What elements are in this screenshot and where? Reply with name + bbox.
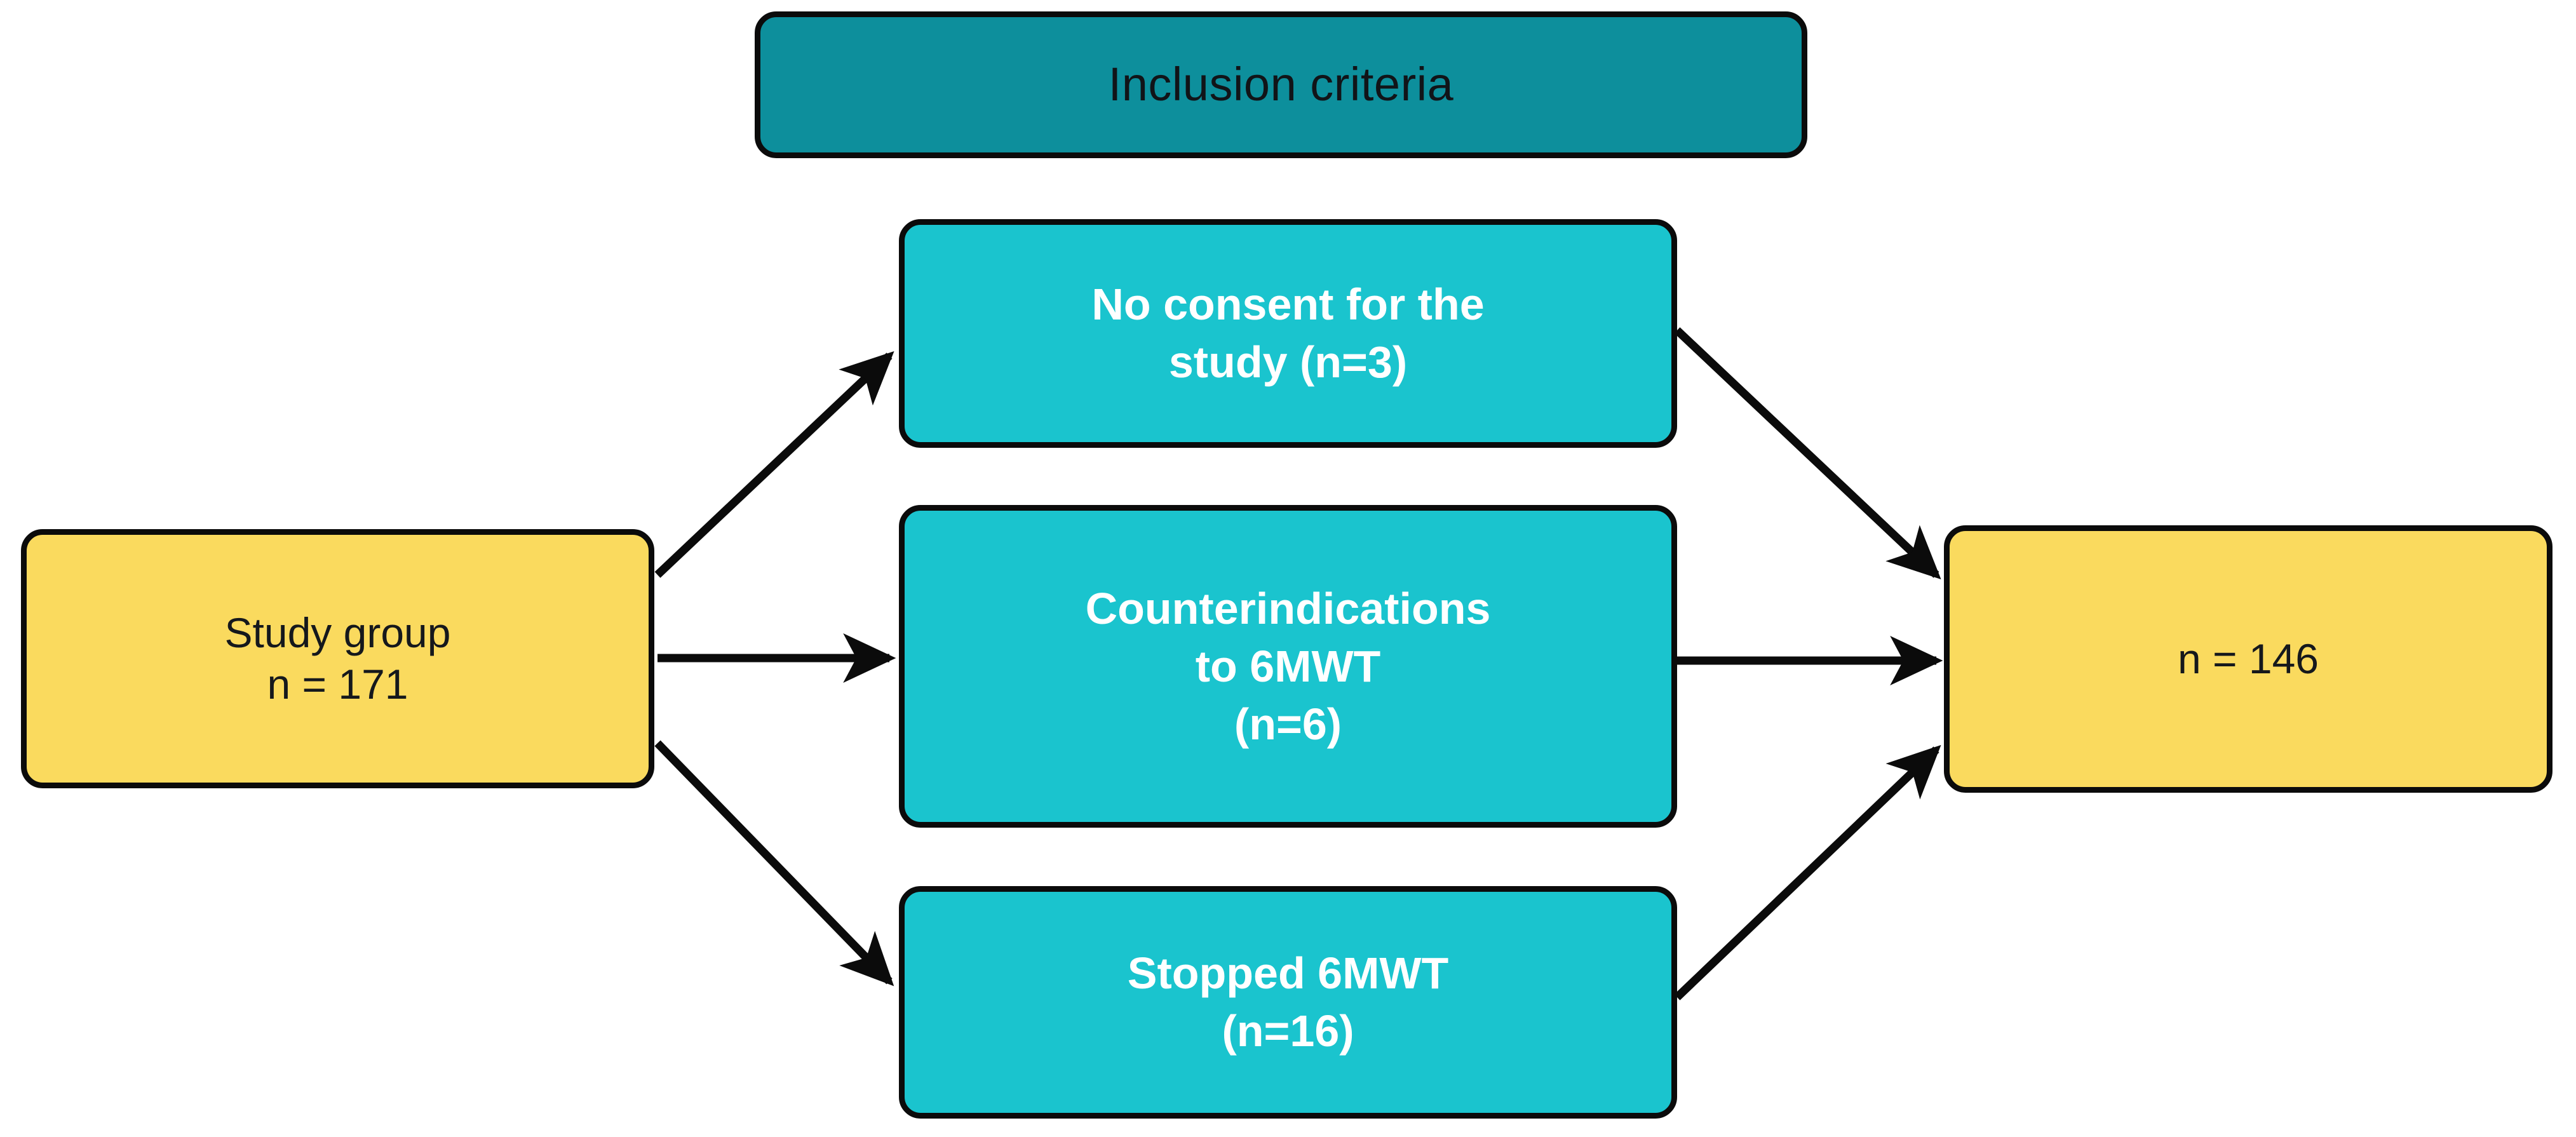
study-group-label: Study group	[224, 609, 451, 657]
node-no-consent: No consent for the study (n=3)	[899, 219, 1677, 448]
no-consent-line-2: study (n=3)	[1168, 337, 1408, 387]
arrow-no-consent-to-final	[1674, 327, 1941, 580]
counterindications-line-1: Counterindications	[1085, 583, 1491, 633]
study-group-count: n = 171	[267, 661, 408, 708]
counterindications-line-3: (n=6)	[1234, 699, 1342, 749]
node-study-group: Study group n = 171	[21, 529, 654, 788]
inclusion-criteria-label: Inclusion criteria	[1108, 58, 1454, 111]
node-final-sample: n = 146	[1944, 525, 2552, 793]
no-consent-line-1: No consent for the	[1091, 279, 1485, 329]
final-sample-count: n = 146	[2177, 635, 2319, 683]
inclusion-criteria-header: Inclusion criteria	[755, 11, 1807, 158]
stopped-line-2: (n=16)	[1222, 1006, 1354, 1056]
node-stopped-6mwt: Stopped 6MWT (n=16)	[899, 886, 1677, 1119]
arrow-stopped-to-final	[1674, 744, 1941, 1000]
node-counterindications: Counterindications to 6MWT (n=6)	[899, 505, 1677, 828]
arrow-study-to-no-consent	[654, 351, 894, 578]
arrow-study-to-stopped	[654, 740, 894, 986]
stopped-line-1: Stopped 6MWT	[1127, 948, 1449, 998]
counterindications-line-2: to 6MWT	[1195, 641, 1381, 691]
